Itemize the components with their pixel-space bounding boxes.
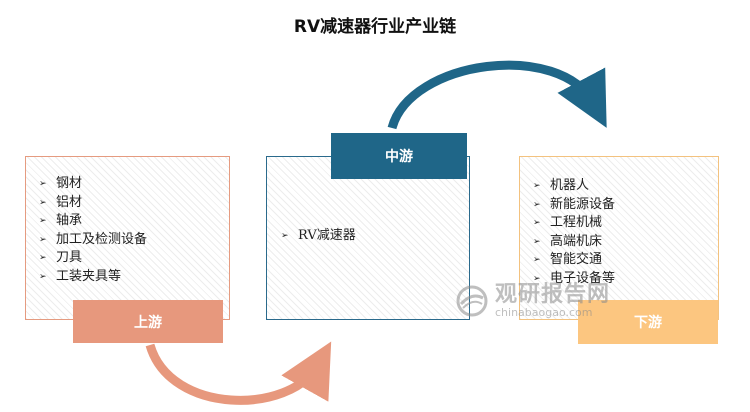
up-to-mid-arrow <box>145 341 332 405</box>
arrow-bullet-icon: ➢ <box>533 236 541 247</box>
arrow-bullet-icon: ➢ <box>39 216 47 226</box>
list-item: ➢钢材 <box>39 175 147 194</box>
arrow-bullet-icon: ➢ <box>533 181 541 191</box>
watermark-title: 观研报告网 <box>495 282 611 307</box>
watermark-logo-icon <box>456 285 488 317</box>
list-item: ➢工装夹具等 <box>39 268 147 287</box>
arrow-bullet-icon: ➢ <box>39 253 47 263</box>
list-item: ➢机器人 <box>533 177 615 196</box>
arrow-bullet-icon: ➢ <box>39 197 47 208</box>
arrow-bullet-icon: ➢ <box>39 179 47 189</box>
midstream-label: 中游 <box>331 133 467 179</box>
mid-to-down-arrow <box>387 60 607 130</box>
list-item: ➢电子设备等 <box>533 270 615 289</box>
arrow-bullet-icon: ➢ <box>533 199 541 210</box>
arrow-bullet-icon: ➢ <box>533 218 541 228</box>
list-item: ➢加工及检测设备 <box>39 231 147 250</box>
watermark-url: chinabaogao.com <box>495 306 593 319</box>
arrow-bullet-icon: ➢ <box>39 234 47 245</box>
downstream-list: ➢机器人 ➢新能源设备 ➢工程机械 ➢高端机床 ➢智能交通 ➢电子设备等 <box>533 177 615 288</box>
list-item: ➢工程机械 <box>533 214 615 233</box>
midstream-list: ➢RV减速器 <box>281 227 356 246</box>
list-item: ➢刀具 <box>39 249 147 268</box>
downstream-panel: ➢机器人 ➢新能源设备 ➢工程机械 ➢高端机床 ➢智能交通 ➢电子设备等 <box>519 156 719 320</box>
midstream-panel: ➢RV减速器 <box>266 156 470 320</box>
upstream-list: ➢钢材 ➢铝材 ➢轴承 ➢加工及检测设备 ➢刀具 ➢工装夹具等 <box>39 175 147 286</box>
list-item: ➢新能源设备 <box>533 196 615 215</box>
diagram-title: RV减速器行业产业链 <box>293 17 457 37</box>
list-item: ➢高端机床 <box>533 233 615 252</box>
upstream-label: 上游 <box>73 300 223 343</box>
arrow-bullet-icon: ➢ <box>533 273 541 284</box>
arrow-bullet-icon: ➢ <box>39 271 47 282</box>
arrow-bullet-icon: ➢ <box>533 255 541 265</box>
upstream-panel: ➢钢材 ➢铝材 ➢轴承 ➢加工及检测设备 ➢刀具 ➢工装夹具等 <box>25 156 230 320</box>
arrow-bullet-icon: ➢ <box>281 231 289 241</box>
downstream-label: 下游 <box>578 300 718 344</box>
watermark: 观研报告网 chinabaogao.com <box>455 283 610 319</box>
list-item: ➢铝材 <box>39 194 147 213</box>
list-item: ➢RV减速器 <box>281 227 356 246</box>
list-item: ➢轴承 <box>39 212 147 231</box>
list-item: ➢智能交通 <box>533 251 615 270</box>
